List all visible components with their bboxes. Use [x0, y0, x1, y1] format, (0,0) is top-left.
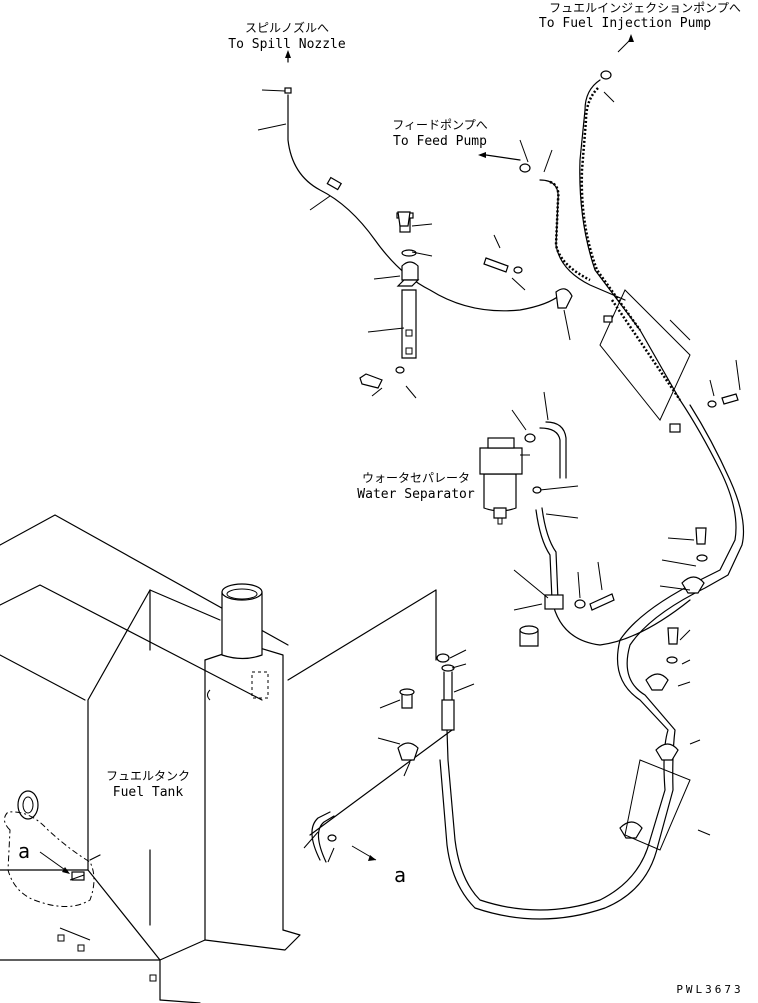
injection-pump-label-jp: フュエルインジェクションポンプへ	[549, 1, 741, 15]
fuel-tank-label-jp: フュエルタンク	[106, 769, 190, 783]
fuel-tank-label: Fuel Tank	[113, 785, 184, 800]
water-separator-label-jp: ウォータセパレータ	[362, 471, 470, 485]
feed-pump-label: To Feed Pump	[393, 134, 487, 149]
clamp-bracket	[359, 212, 433, 399]
feed-pump-label-jp: フィードポンプへ	[392, 118, 487, 132]
water-separator-label: Water Separator	[357, 487, 475, 502]
spill-nozzle-label: To Spill Nozzle	[228, 37, 346, 52]
arrow-up-icon	[285, 50, 291, 58]
arrow-down-right-icon	[62, 867, 70, 874]
spill-return-line	[257, 50, 561, 312]
fuel-tank	[0, 514, 301, 1003]
detail-a-label-right: a	[394, 863, 406, 887]
detail-a-label-left: a	[18, 839, 30, 863]
feed-and-injection-lines	[397, 34, 741, 433]
main-fuel-line	[439, 399, 745, 920]
arrow-left-icon	[478, 152, 486, 158]
injection-pump-label: To Fuel Injection Pump	[539, 16, 711, 31]
spill-nozzle-label-jp: スピルノズルへ	[245, 20, 329, 35]
arrow-right-icon	[368, 855, 376, 861]
water-separator-assembly	[479, 391, 691, 647]
tank-hoses	[39, 589, 475, 881]
drawing-code: PWL3673	[676, 983, 743, 996]
